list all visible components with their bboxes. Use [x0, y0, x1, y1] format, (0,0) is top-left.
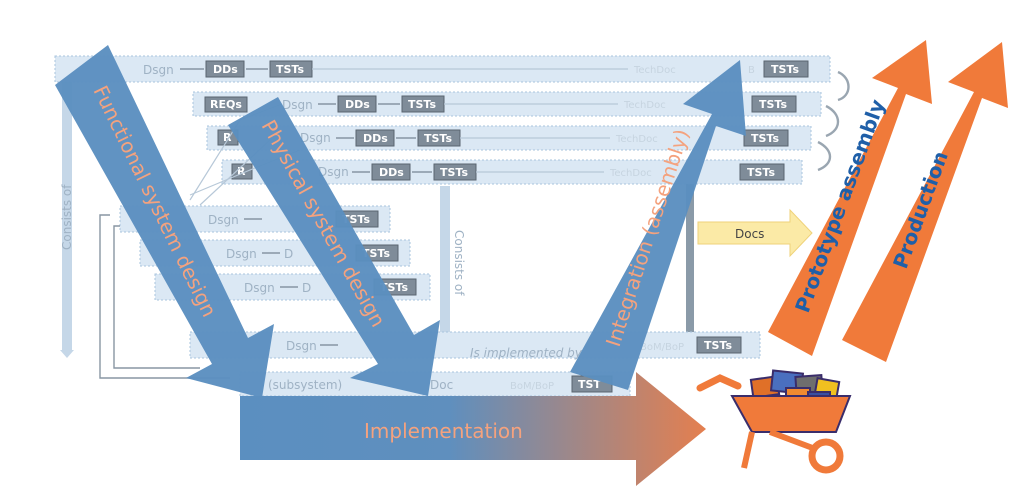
- prototype-assembly-arrow-shape: [768, 40, 932, 356]
- integration-bar-right: [686, 176, 694, 336]
- row-3-techdoc: TechDoc: [615, 134, 658, 145]
- prototype-assembly-arrow: Prototype assembly: [768, 40, 932, 356]
- row-2-reqs-chip: [204, 96, 248, 113]
- row-5-dsgn: Dsgn: [208, 213, 239, 227]
- wheelbarrow-icon: [696, 369, 852, 474]
- row-1: Dsgn DDs TSTs TechDoc B TSTs: [54, 55, 831, 83]
- row-8-note: Is implemented by: [470, 346, 583, 360]
- row-2-tsts: TSTs: [408, 98, 436, 111]
- functional-design-arrow-shape: [55, 45, 274, 398]
- row-1-tsts: TSTs: [276, 63, 304, 76]
- row-9-subsystem: (subsystem): [268, 378, 342, 392]
- row-9: (subsystem) Doc BoM/BoP TST: [239, 371, 631, 397]
- row-3-req: R: [223, 131, 232, 144]
- row-3-dsgn: Dsgn: [300, 131, 331, 145]
- row-1-tsts-end-chip: [763, 60, 809, 78]
- row-1-dsgn: Dsgn: [143, 63, 174, 77]
- row-3-tsts: TSTs: [424, 132, 452, 145]
- connector-left-inner: [113, 225, 200, 369]
- physical-design-arrow-shape: [228, 97, 440, 396]
- row-8-box: [189, 331, 761, 359]
- consists-of-bar-mid: [440, 186, 450, 336]
- row-2-dds-chip: [337, 95, 377, 113]
- docs-arrow: Docs: [697, 208, 813, 258]
- row-6-dsgn: Dsgn: [226, 247, 257, 261]
- wheelbarrow-wheel: [808, 438, 844, 474]
- wheelbarrow-tray: [730, 395, 852, 433]
- row-3-dds: DDs: [363, 132, 388, 145]
- implementation-arrow-shape: [240, 372, 706, 486]
- row-1-techdoc: TechDoc: [633, 65, 676, 76]
- row-9-tst: TST: [578, 378, 601, 391]
- row-4-tsts-end: TSTs: [747, 166, 775, 179]
- row-8-bom: BoM/BoP: [640, 342, 684, 353]
- integration-arrow-shape: [570, 60, 746, 390]
- row-9-doc: Doc: [430, 378, 453, 392]
- consists-of-label-left: Consists of: [60, 184, 74, 250]
- row-4-techdoc: TechDoc: [609, 168, 652, 179]
- iteration-curve-2: [825, 104, 840, 138]
- iteration-curve-3: [817, 140, 832, 172]
- row-8-tsts-end: TSTs: [704, 339, 732, 352]
- row-2-tsts-end: TSTs: [759, 98, 787, 111]
- row-1-tsts-end: TSTs: [771, 63, 799, 76]
- wheelbarrow-handle: [696, 374, 742, 392]
- row-8: Dsgn Is implemented by BoM/BoP TSTs: [189, 331, 761, 360]
- row-8-tsts-end-chip: [696, 336, 742, 354]
- row-4-dds-chip: [371, 163, 411, 181]
- row-4-req: R: [237, 165, 246, 178]
- row-1-dds: DDs: [213, 63, 238, 76]
- consists-of-label-mid: Consists of: [452, 230, 466, 296]
- row-1-dds-chip: [205, 60, 245, 78]
- row-2-dsgn: Dsgn: [282, 98, 313, 112]
- docs-label: Docs: [735, 227, 764, 241]
- row-4-dsgn: Dsgn: [318, 165, 349, 179]
- row-1-bom: B: [748, 65, 755, 76]
- row-2-tsts-end-chip: [751, 95, 797, 113]
- row-9-box: [239, 371, 631, 397]
- consists-of-arrowhead-left: [60, 350, 74, 358]
- row-3-tsts-end: TSTs: [751, 132, 779, 145]
- connector-left-outer: [99, 214, 230, 379]
- row-2-dds: DDs: [345, 98, 370, 111]
- row-3-tsts-end-chip: [743, 129, 789, 147]
- row-3-dds-chip: [355, 129, 395, 147]
- consists-of-bar-left: [62, 78, 72, 350]
- wheelbarrow-strut: [768, 429, 820, 453]
- row-4-tsts: TSTs: [440, 166, 468, 179]
- implementation-label: Implementation: [364, 419, 523, 443]
- wheelbarrow-leg: [741, 431, 755, 469]
- row-8-dsgn: Dsgn: [286, 339, 317, 353]
- row-4-tsts-end-chip: [739, 163, 785, 181]
- implementation-arrow: Implementation: [240, 372, 706, 486]
- row-7-dsgn: Dsgn: [244, 281, 275, 295]
- row-6-dd: D: [284, 247, 293, 261]
- row-7-dd: D: [302, 281, 311, 295]
- production-arrow-shape: [842, 42, 1008, 362]
- row-9-bom: BoM/BoP: [510, 381, 554, 392]
- row-2-techdoc: TechDoc: [623, 100, 666, 111]
- iteration-curve-1: [837, 70, 850, 102]
- docs-arrow-shape: [697, 208, 813, 258]
- row-4-dds: DDs: [379, 166, 404, 179]
- row-2-reqs: REQs: [210, 98, 242, 111]
